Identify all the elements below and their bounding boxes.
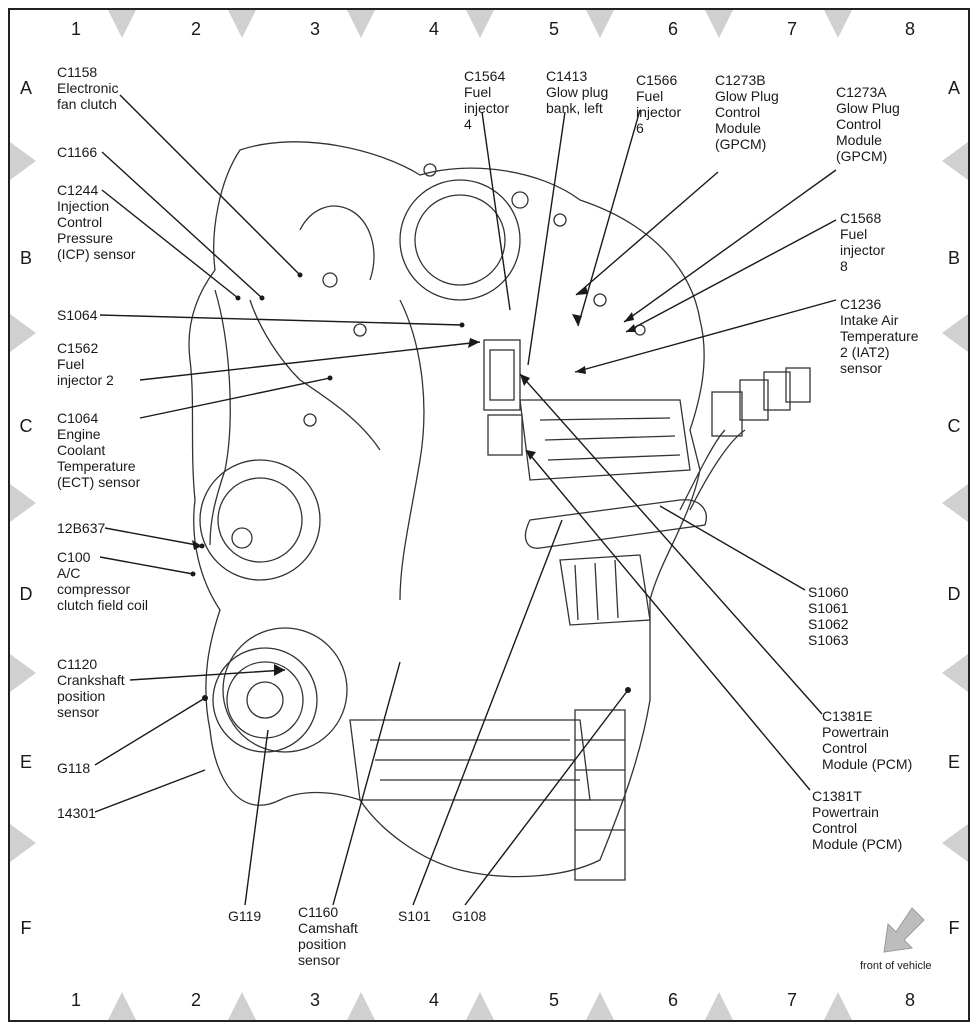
label-g108: G108 [452, 908, 487, 924]
grid-col-2: 2 [190, 19, 201, 39]
grid-col-4-bottom: 4 [428, 990, 439, 1010]
grid-col-1: 1 [70, 19, 81, 39]
diagram-frame [8, 8, 970, 1022]
grid-row-c: C [19, 416, 33, 436]
grid-col-4: 4 [428, 19, 439, 39]
grid-col-1-bottom: 1 [70, 990, 81, 1010]
grid-row-a: A [19, 78, 32, 98]
label-s1064: S1064 [57, 307, 98, 323]
grid-col-8-bottom: 8 [904, 990, 915, 1010]
label-14301: 14301 [57, 805, 96, 821]
grid-row-e: E [19, 752, 32, 772]
grid-col-3: 3 [309, 19, 320, 39]
grid-col-7-bottom: 7 [786, 990, 797, 1010]
grid-row-f-right: F [948, 918, 960, 938]
grid-row-c-right: C [947, 416, 961, 436]
grid-row-d: D [19, 584, 33, 604]
grid-row-f: F [20, 918, 32, 938]
grid-col-6: 6 [667, 19, 678, 39]
grid-col-8: 8 [904, 19, 915, 39]
label-12b637: 12B637 [57, 520, 106, 536]
front-arrow-icon [883, 907, 925, 953]
grid-col-5-bottom: 5 [548, 990, 559, 1010]
label-s101: S101 [398, 908, 431, 924]
grid-row-d-right: D [947, 584, 961, 604]
grid-row-b: B [19, 248, 32, 268]
grid-row-a-right: A [947, 78, 960, 98]
grid-col-2-bottom: 2 [190, 990, 201, 1010]
grid-row-e-right: E [947, 752, 960, 772]
front-of-vehicle-label: front of vehicle [860, 960, 932, 972]
grid-col-5: 5 [548, 19, 559, 39]
label-g118: G118 [57, 760, 91, 776]
grid-col-7: 7 [786, 19, 797, 39]
grid-col-3-bottom: 3 [309, 990, 320, 1010]
grid-row-b-right: B [947, 248, 960, 268]
label-g119: G119 [228, 908, 262, 924]
grid-col-6-bottom: 6 [667, 990, 678, 1010]
label-c1166: C1166 [57, 144, 98, 160]
